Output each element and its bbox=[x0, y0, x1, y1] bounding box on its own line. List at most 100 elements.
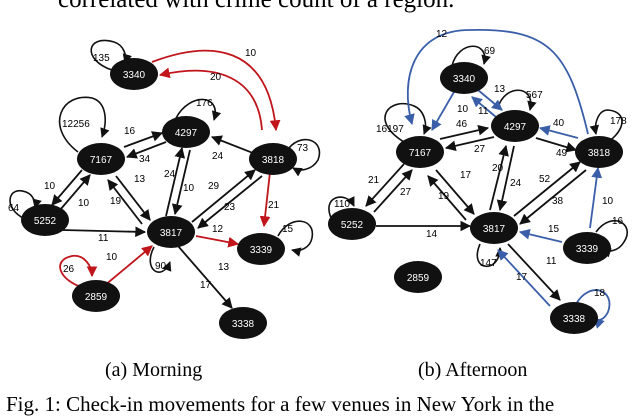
label-3340-7167-arc-b: 12 bbox=[436, 29, 448, 40]
svg-text:3817: 3817 bbox=[483, 224, 506, 235]
label-3817-3818-b: 52 bbox=[539, 174, 551, 185]
edge-4297-to-3817 bbox=[171, 149, 191, 216]
edge-2859-to-3817 bbox=[103, 245, 153, 287]
node-3338: 3338 bbox=[219, 307, 267, 339]
label-loop-3818-b: 178 bbox=[610, 116, 627, 127]
edge-3340-to-4297-b bbox=[477, 89, 503, 111]
label-2859-3817: 10 bbox=[106, 252, 118, 263]
svg-text:2859: 2859 bbox=[85, 292, 108, 303]
label-3817-3338-b: 11 bbox=[546, 256, 557, 267]
label-loop-5252: 64 bbox=[8, 203, 20, 214]
label-5252-7167: 10 bbox=[78, 198, 90, 209]
self-loop-3818 bbox=[285, 138, 321, 177]
node-3818-b: 3818 bbox=[575, 136, 623, 168]
label-loop-3817-b: 147 bbox=[480, 258, 497, 269]
edge-7167-to-3817-b bbox=[435, 169, 475, 215]
svg-text:3817: 3817 bbox=[160, 228, 183, 239]
label-loop-2859: 26 bbox=[63, 264, 75, 275]
svg-text:7167: 7167 bbox=[90, 155, 113, 166]
label-loop-3338-b: 18 bbox=[594, 288, 606, 299]
panel-afternoon: 3340 4297 7167 3818 5252 3817 3339 2859 … bbox=[328, 29, 628, 334]
node-7167-b: 7167 bbox=[396, 136, 444, 168]
label-4297-7167-b: 27 bbox=[474, 144, 486, 155]
label-loop-3340: 135 bbox=[93, 53, 110, 64]
label-3817-4297: 24 bbox=[164, 169, 176, 180]
self-loop-5252-b bbox=[328, 196, 355, 221]
edge-3340-to-7167-arc-b bbox=[404, 29, 471, 126]
label-4297-3818-b: 49 bbox=[556, 148, 568, 159]
label-3817-3338-b: 17 bbox=[200, 280, 212, 291]
label-3338-3817-b: 17 bbox=[516, 272, 528, 283]
label-4297-3817: 10 bbox=[183, 183, 195, 194]
edge-7167-to-4297-b bbox=[439, 124, 490, 140]
self-loop-7167-b bbox=[384, 102, 432, 143]
edge-3338-to-3817-b bbox=[497, 249, 551, 307]
label-7167-3817-b: 17 bbox=[460, 170, 472, 181]
label-3818-4297: 24 bbox=[212, 151, 224, 162]
svg-text:3340: 3340 bbox=[453, 74, 476, 85]
svg-text:3818: 3818 bbox=[588, 148, 611, 159]
label-3817-3818: 29 bbox=[208, 181, 220, 192]
label-3818-3340: 20 bbox=[210, 72, 222, 83]
edge-5252-to-7167 bbox=[59, 174, 91, 211]
label-3817-7167-b: 19 bbox=[438, 191, 450, 202]
edge-3817-to-4297 bbox=[165, 146, 186, 217]
node-2859-b: 2859 bbox=[394, 261, 442, 293]
edge-3340-to-7167-b bbox=[431, 91, 455, 131]
edge-3817-to-3338 bbox=[177, 245, 233, 309]
edge-4297-to-3817-b bbox=[496, 145, 515, 212]
label-7167-4297-b: 46 bbox=[456, 119, 468, 130]
label-loop-3340-b: 69 bbox=[484, 46, 496, 57]
edge-3339-to-3817-b bbox=[518, 228, 563, 243]
edge-5252-to-7167-b bbox=[373, 169, 413, 213]
self-loop-7167 bbox=[58, 96, 110, 153]
self-loop-3818-b bbox=[589, 109, 623, 145]
svg-text:3340: 3340 bbox=[123, 70, 146, 81]
label-loop-3817: 90 bbox=[155, 261, 167, 272]
edge-3817-to-3339 bbox=[195, 235, 240, 248]
svg-text:7167: 7167 bbox=[409, 148, 432, 159]
self-loop-4297 bbox=[175, 98, 222, 121]
label-loop-7167-b: 16197 bbox=[376, 124, 404, 135]
label-3818-3817: 23 bbox=[224, 202, 236, 213]
label-3818-4297-b: 40 bbox=[553, 118, 565, 129]
label-loop-7167: 12256 bbox=[62, 119, 90, 130]
label-5252-3817: 11 bbox=[98, 233, 109, 244]
self-loop-5252 bbox=[9, 189, 42, 220]
label-7167-4297: 16 bbox=[124, 126, 136, 137]
self-loop-3340-b bbox=[451, 45, 491, 67]
label-3340-7167-b: 10 bbox=[457, 104, 469, 115]
label-loop-3818: 73 bbox=[297, 143, 309, 154]
node-5252: 5252 bbox=[21, 204, 69, 236]
label-3339-3818-b: 10 bbox=[602, 196, 614, 207]
edge-3818-to-4297 bbox=[210, 135, 259, 156]
label-3340-4297-b: 13 bbox=[494, 84, 506, 95]
svg-text:3338: 3338 bbox=[232, 319, 255, 330]
edge-3339-to-3818-b bbox=[589, 166, 603, 229]
node-3339-b: 3339 bbox=[563, 232, 611, 264]
node-3338-b: 3338 bbox=[550, 302, 598, 334]
edge-4297-to-7167-b bbox=[444, 136, 495, 152]
edge-4297-to-3818-b bbox=[535, 137, 578, 153]
node-4297: 4297 bbox=[162, 116, 210, 148]
label-loop-3339-b: 16 bbox=[612, 216, 624, 227]
label-4297-3340-b: 11 bbox=[478, 106, 489, 117]
label-3818-3817-b: 38 bbox=[552, 196, 564, 207]
node-3340: 3340 bbox=[110, 58, 158, 90]
node-7167: 7167 bbox=[77, 143, 125, 175]
edge-3818-to-3817 bbox=[197, 175, 263, 229]
self-loop-3340 bbox=[90, 39, 132, 71]
label-3339-3817-b: 15 bbox=[548, 224, 560, 235]
label-loop-5252-b: 110 bbox=[334, 199, 350, 210]
caption-afternoon: (b) Afternoon bbox=[418, 359, 528, 381]
node-3817-b: 3817 bbox=[470, 212, 518, 244]
node-5252-b: 5252 bbox=[328, 208, 376, 240]
svg-text:3339: 3339 bbox=[250, 245, 273, 256]
label-7167-3817: 13 bbox=[134, 174, 146, 185]
edge-3817-to-4297-b bbox=[489, 144, 509, 211]
svg-text:5252: 5252 bbox=[341, 220, 364, 231]
label-3817-4297-b: 20 bbox=[492, 163, 504, 174]
svg-text:3818: 3818 bbox=[262, 155, 285, 166]
label-loop-4297-b: 567 bbox=[526, 90, 543, 101]
label-5252-3817-b: 14 bbox=[426, 229, 438, 240]
